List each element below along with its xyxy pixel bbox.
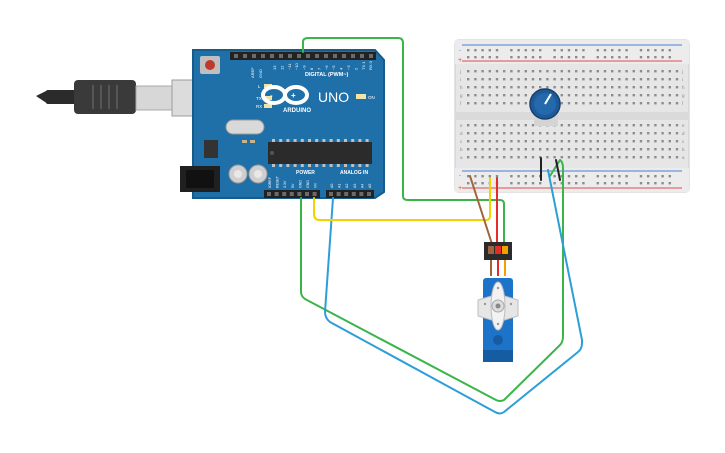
bb-row-letter: e: [682, 123, 685, 128]
l-label: L: [258, 84, 261, 89]
bb-row-letter: f: [682, 101, 684, 106]
power-pin-label: 5V: [291, 183, 295, 188]
rx-label: RX: [256, 104, 262, 109]
digital-pin-label: RX 0: [368, 60, 373, 70]
bb-row-letter: i: [460, 77, 461, 82]
digital-pin-label: ~10: [294, 62, 299, 70]
bb-row-letter: f: [460, 101, 462, 106]
bb-minus-bottom: -: [459, 173, 461, 179]
bb-row-letter: j: [459, 69, 461, 74]
bb-minus-top: -: [459, 48, 461, 54]
digital-pin-label: 13: [272, 65, 277, 70]
analog-pin-label: A4: [360, 184, 364, 188]
digital-pin-label: 2: [353, 67, 358, 70]
digital-pin-label: 4: [339, 67, 344, 70]
bb-row-letter: g: [682, 93, 685, 98]
microcontroller-chip: [268, 142, 372, 164]
bb-row-letter: c: [460, 139, 463, 144]
on-label: ON: [368, 95, 375, 100]
power-pin-label: RESET: [276, 175, 280, 188]
digital-pin-label: ~5: [331, 65, 336, 70]
power-pin-label: Vin: [314, 183, 318, 188]
digital-pin-label: TX 1: [361, 61, 366, 70]
analog-label: ANALOG IN: [340, 170, 368, 176]
analog-header: [326, 190, 374, 198]
digital-pin-label: 12: [279, 65, 284, 70]
power-pin-label: 3.3V: [283, 180, 287, 188]
power-label: POWER: [296, 170, 315, 176]
arduino-model: UNO: [318, 89, 349, 105]
bb-row-letter: b: [460, 147, 463, 152]
bb-row-letter: j: [681, 69, 683, 74]
tx-label: TX: [256, 96, 262, 101]
wires: [300, 37, 583, 415]
digital-pin-label: 7: [316, 67, 321, 70]
bb-row-letter: e: [460, 123, 463, 128]
wire-green-signal: [302, 37, 505, 245]
bb-row-letter: a: [682, 155, 685, 160]
arduino-brand: ARDUINO: [283, 108, 311, 114]
digital-pin-label: ~6: [324, 65, 329, 70]
power-pin-label: IOREF: [268, 176, 272, 188]
power-pin-label: GND: [298, 180, 302, 188]
bb-row-letter: h: [460, 85, 463, 90]
aref-label: AREF: [250, 67, 255, 78]
bb-row-letter: d: [682, 131, 685, 136]
digital-pin-label: 8: [309, 67, 314, 70]
digital-label: DIGITAL (PWM~): [305, 72, 349, 78]
power-pin-label: GND: [306, 180, 310, 188]
arduino-infinity-logo-icon: - +: [261, 85, 309, 105]
digital-pin-label: ~3: [346, 65, 351, 70]
bb-row-letter: d: [460, 131, 463, 136]
svg-text:-: -: [270, 91, 273, 100]
wire-brown-servo: [469, 175, 493, 245]
gnd-label: GND: [258, 69, 263, 78]
bb-row-letter: b: [682, 147, 685, 152]
analog-pin-label: A1: [338, 184, 342, 188]
wire-yellow-analog: [313, 177, 491, 221]
bb-row-letter: h: [682, 85, 685, 90]
bb-row-letter: g: [460, 93, 463, 98]
svg-text:+: +: [291, 91, 296, 100]
digital-pin-label: ~11: [287, 63, 292, 70]
analog-pin-label: A2: [345, 184, 349, 188]
bb-plus-bottom: +: [458, 185, 462, 192]
usb-cable-icon: [36, 79, 215, 117]
wire-blue-power: [324, 169, 583, 415]
servo-motor-icon[interactable]: [477, 242, 519, 362]
digital-pin-label: ~9: [302, 65, 307, 70]
potentiometer-icon[interactable]: [529, 88, 561, 126]
bb-row-letter: a: [460, 155, 463, 160]
analog-pin-label: A0: [330, 184, 334, 188]
analog-pin-label: A3: [353, 184, 357, 188]
bb-row-letter: i: [682, 77, 683, 82]
bb-row-letter: c: [682, 139, 685, 144]
analog-pin-label: A5: [368, 184, 372, 188]
wire-green-gnd: [300, 159, 564, 402]
bb-plus-top: +: [458, 57, 462, 64]
digital-header: [230, 52, 376, 60]
